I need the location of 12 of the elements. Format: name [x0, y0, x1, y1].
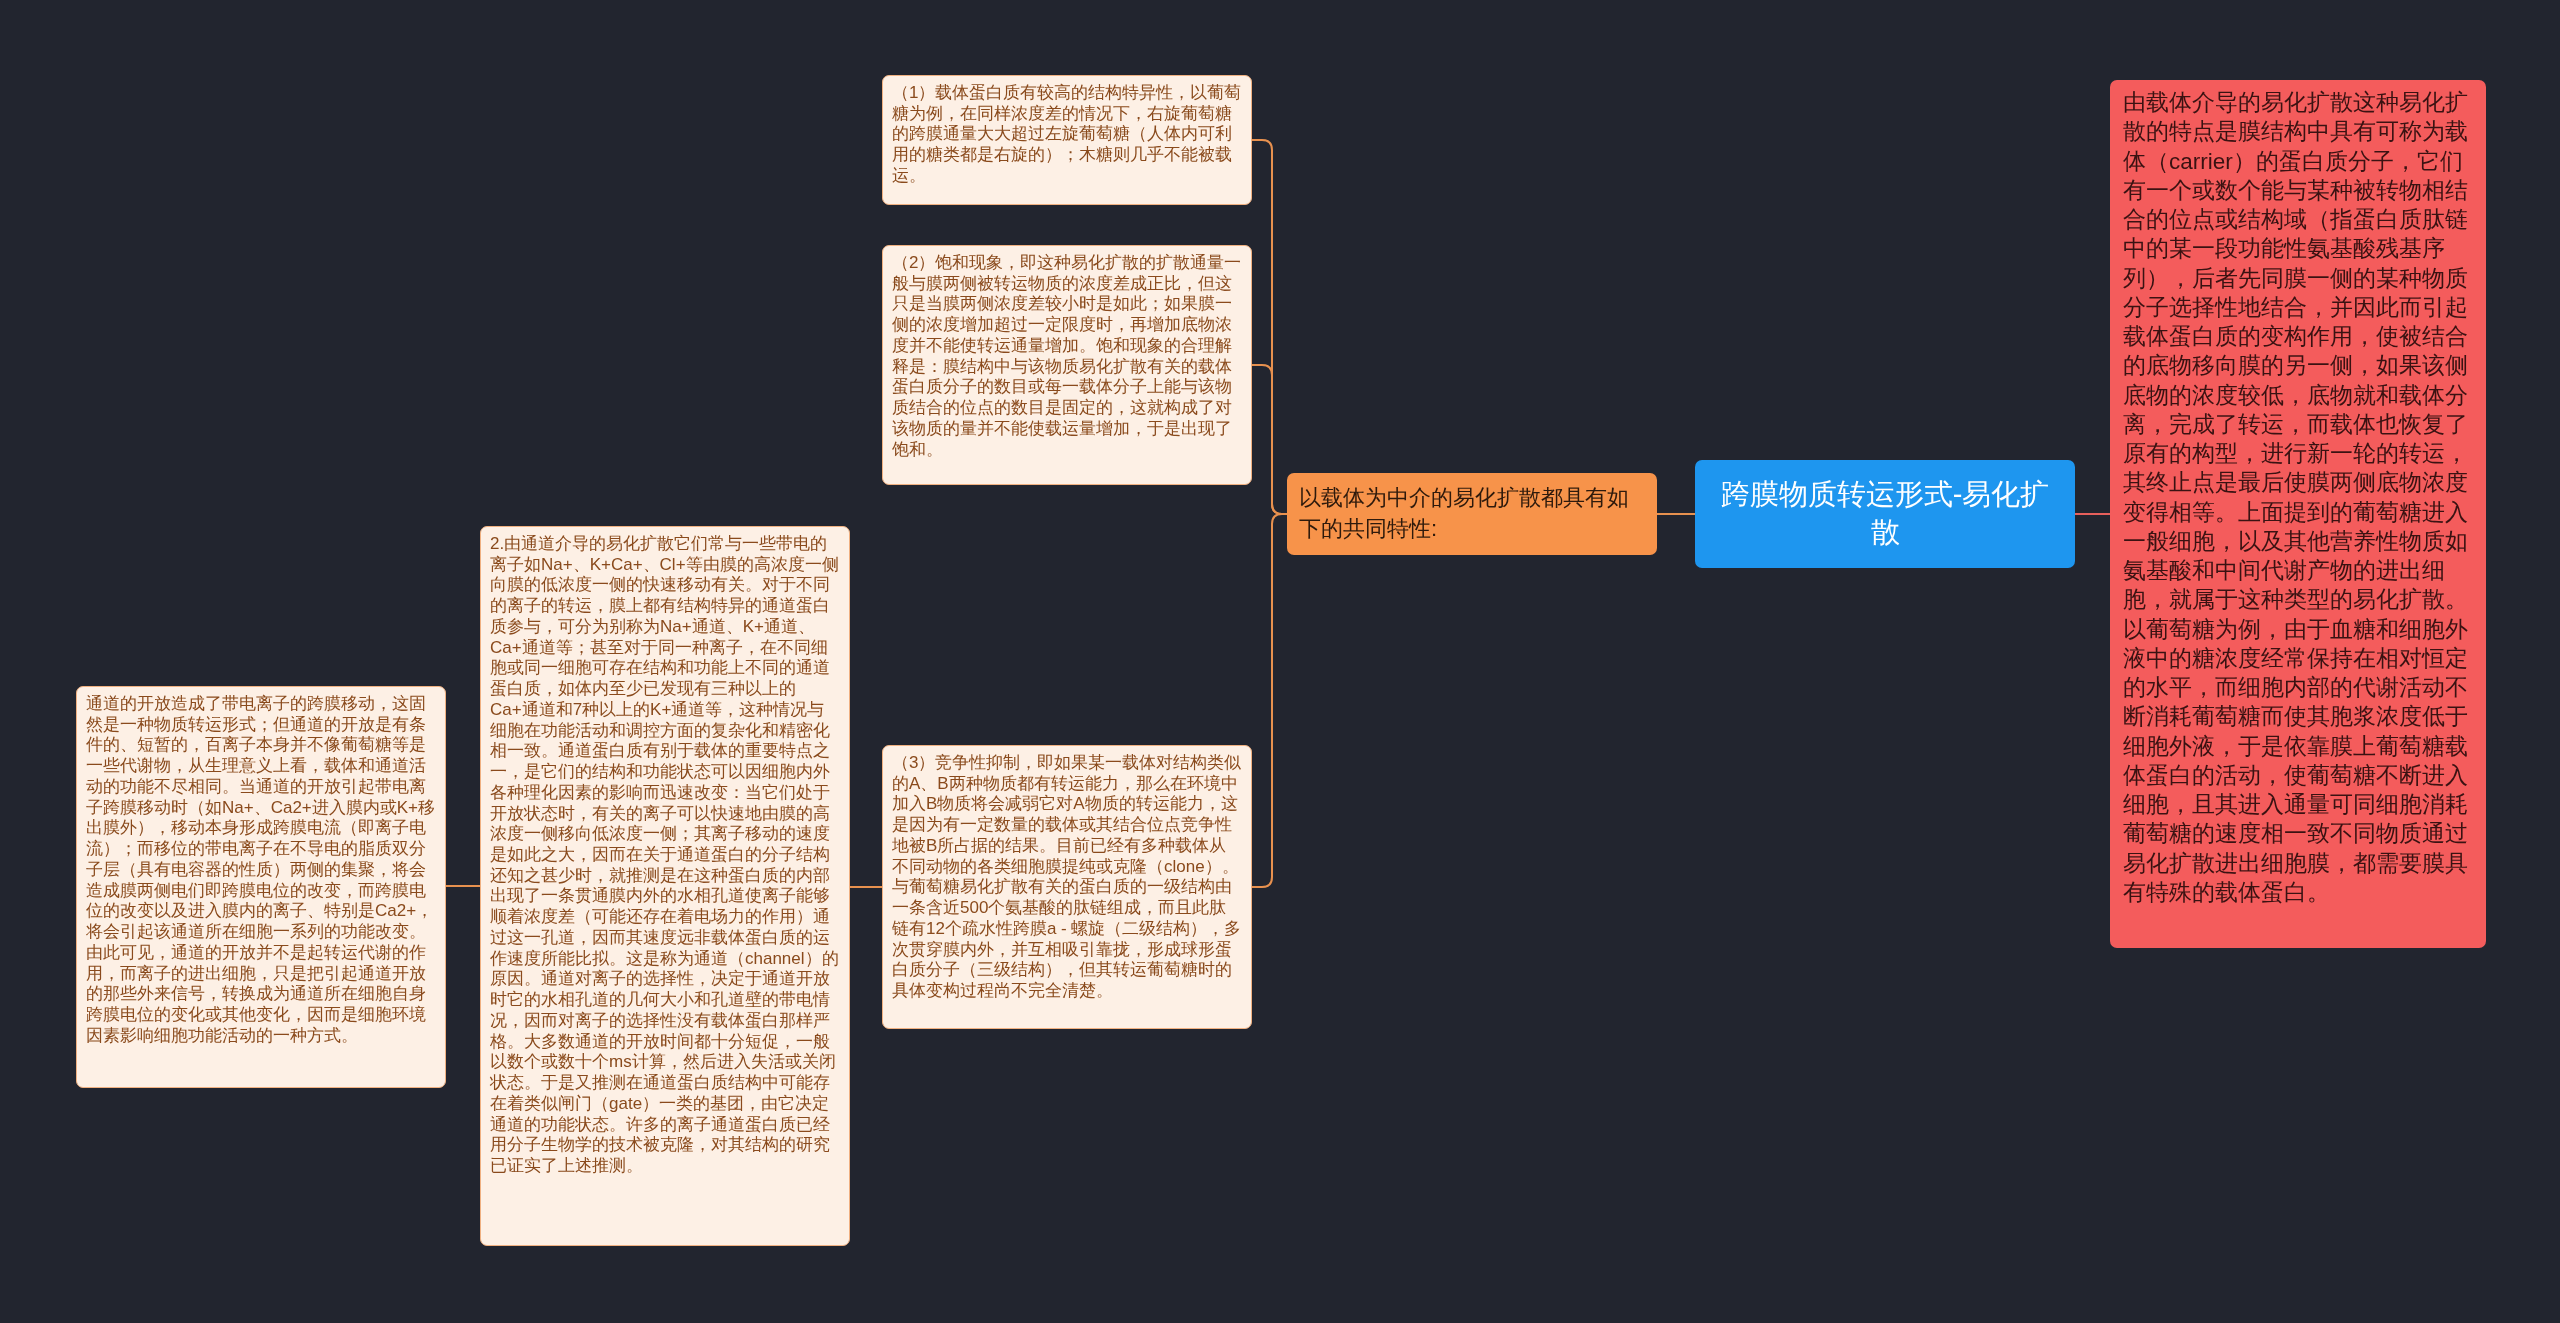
connector-line: [849, 886, 883, 888]
note-card: 由载体介导的易化扩散这种易化扩散的特点是膜结构中具有可称为载体（carrier）的蛋白质分子，它们有一个或数个能与某种被转物相结合的位点或结构域（指蛋白质肽链中的某一段功能性氨基酸残基序列），后者先同膜一侧的某种物质分子选择性地结合，并因此而引起载体蛋白质的变构作用，使被结合的底物移向膜的另一侧，如果该侧底物的浓度较低，底物就和载体分离，完成了转运，而载体也恢复了原有的构型，进行新一轮的转运，其终止点是最后使膜两侧底物浓度变得相等。上面提到的葡萄糖进入一般细胞，以及其他营养性物质如氨基酸和中间代谢产物的进出细胞，就属于这种类型的易化扩散。以葡萄糖为例，由于血糖和细胞外液中的糖浓度经常保持在相对恒定的水平，而细胞内部的代谢活动不断消耗葡萄糖而使其胞浆浓度低于细胞外液，于是依靠膜上葡萄糖载体蛋白的活动，使葡萄糖不断进入细胞，且其进入通量可同细胞消耗葡萄糖的速度相一致不同物质通过易化扩散进出细胞膜，都需要膜具有特殊的载体蛋白。: [2110, 80, 2486, 948]
note-card: （1）载体蛋白质有较高的结构特异性，以葡萄糖为例，在同样浓度差的情况下，右旋葡萄糖的跨膜通量大大超过左旋葡萄糖（人体内可利用的糖类都是右旋的）；木糖则几乎不能被载运。: [882, 75, 1252, 205]
connector-line: [445, 885, 481, 887]
note-card: （2）饱和现象，即这种易化扩散的扩散通量一般与膜两侧被转运物质的浓度差成正比，但这只是当膜两侧浓度差较小时是如此；如果膜一侧的浓度增加超过一定限度时，再增加底物浓度并不能使转运通量增加。饱和现象的合理解释是：膜结构中与该物质易化扩散有关的载体蛋白质分子的数目或每一载体分子上能与该物质结合的位点的数目是固定的，这就构成了对该物质的量并不能使载运量增加，于是出现了饱和。: [882, 245, 1252, 485]
connector-line: [1656, 513, 1696, 515]
note-card: 2.由通道介导的易化扩散它们常与一些带电的离子如Na+、K+Ca+、Cl+等由膜的高浓度一侧向膜的低浓度一侧的快速移动有关。对于不同的离子的转运，膜上都有结构特异的通道蛋白质参与，可分为别称为Na+通道、K+通道、Ca+通道等；甚至对于同一种离子，在不同细胞或同一细胞可存在结构和功能上不同的通道蛋白质，如体内至少已发现有三种以上的Ca+通道和7种以上的K+通道等，这种情况与细胞在功能活动和调控方面的复杂化和精密化相一致。通道蛋白质有别于载体的重要特点之一，是它们的结构和功能状态可以因细胞内外各种理化因素的影响而迅速改变：当它们处于开放状态时，有关的离子可以快速地由膜的高浓度一侧移向低浓度一侧；其离子移动的速度是如此之大，因而在关于通道蛋白的分子结构还知之甚少时，就推测是在这种蛋白质的内部出现了一条贯通膜内外的水相孔道使离子能够顺着浓度差（可能还存在着电场力的作用）通过这一孔道，因而其速度远非载体蛋白质的运作速度所能比拟。这是称为通道（channel）的原因。通道对离子的选择性，决定于通道开放时它的水相孔道的几何大小和孔道壁的带电情况，因而对离子的选择性没有载体蛋白那样严格。大多数通道的开放时间都十分短促，一般以数个或数十个ms计算，然后进入失活或关闭状态。于是又推测在通道蛋白质结构中可能存在着类似闸门（gate）一类的基团，由它决定通道的功能状态。许多的离子通道蛋白质已经用分子生物学的技术被克隆，对其结构的研究已证实了上述推测。: [480, 526, 850, 1246]
connector-line: [2074, 513, 2111, 515]
note-card: （3）竞争性抑制，即如果某一载体对结构类似的A、B两种物质都有转运能力，那么在环境中加入B物质将会减弱它对A物质的转运能力，这是因为有一定数量的载体或其结合位点竞争性地被B所占据的结果。目前已经有多种载体从不同动物的各类细胞膜提纯或克隆（clone）。与葡萄糖易化扩散有关的蛋白质的一级结构由一条含近500个氨基酸的肽链组成，而且此肽链有12个疏水性跨膜a - 螺旋（二级结构），多次贯穿膜内外，并互相吸引靠拢，形成球形蛋白质分子（三级结构），但其转运葡萄糖时的具体变构过程尚不完全清楚。: [882, 745, 1252, 1029]
subtopic-box: 以载体为中介的易化扩散都具有如下的共同特性:: [1287, 473, 1657, 555]
topic-box: 跨膜物质转运形式-易化扩散: [1695, 460, 2075, 568]
note-card: 通道的开放造成了带电离子的跨膜移动，这固然是一种物质转运形式；但通道的开放是有条件的、短暂的，百离子本身并不像葡萄糖等是一些代谢物，从生理意义上看，载体和通道活动的功能不尽相同。当通道的开放引起带电离子跨膜移动时（如Na+、Ca2+进入膜内或K+移出膜外），移动本身形成跨膜电流（即离子电流）；而移位的带电离子在不导电的脂质双分子层（具有电容器的性质）两侧的集聚，将会造成膜两侧电们即跨膜电位的改变，而跨膜电位的改变以及进入膜内的离子、特别是Ca2+，将会引起该通道所在细胞一系列的功能改变。由此可见，通道的开放并不是起转运代谢的作用，而离子的进出细胞，只是把引起通道开放的那些外来信号，转换成为通道所在细胞自身跨膜电位的变化或其他变化，因而是细胞环境因素影响细胞功能活动的一种方式。: [76, 686, 446, 1088]
